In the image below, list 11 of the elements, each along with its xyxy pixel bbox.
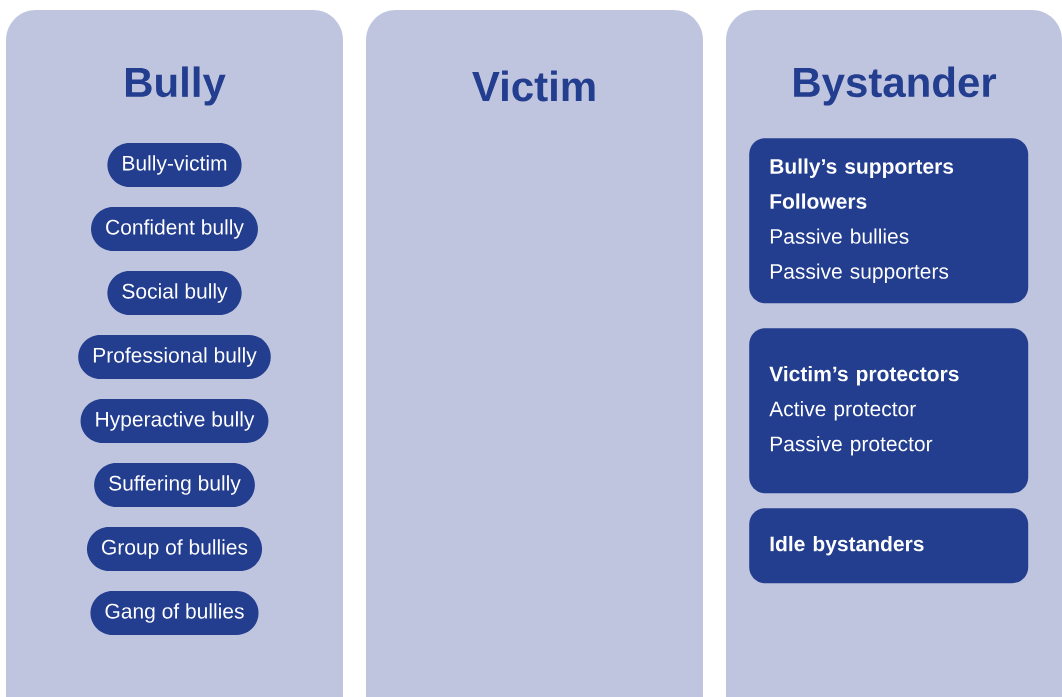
pill-label: Gang of bullies [90, 591, 259, 635]
pill-label: Professional bully [78, 335, 271, 379]
pill-label: Hyperactive bully [80, 399, 269, 443]
role-box: Victim’s protectors Active protector Passive protector [749, 328, 1029, 494]
pill-label: Suffering bully [94, 463, 255, 507]
pill-label: Social bully [107, 271, 242, 315]
pill-label: Group of bullies [86, 527, 263, 571]
pill-label: Confident bully [91, 207, 258, 251]
role-box: Idle bystanders [749, 508, 1029, 584]
panel: Victim [366, 10, 703, 697]
role-box: Bully’s supporters Followers Passive bullies Passive supporters [749, 138, 1029, 304]
